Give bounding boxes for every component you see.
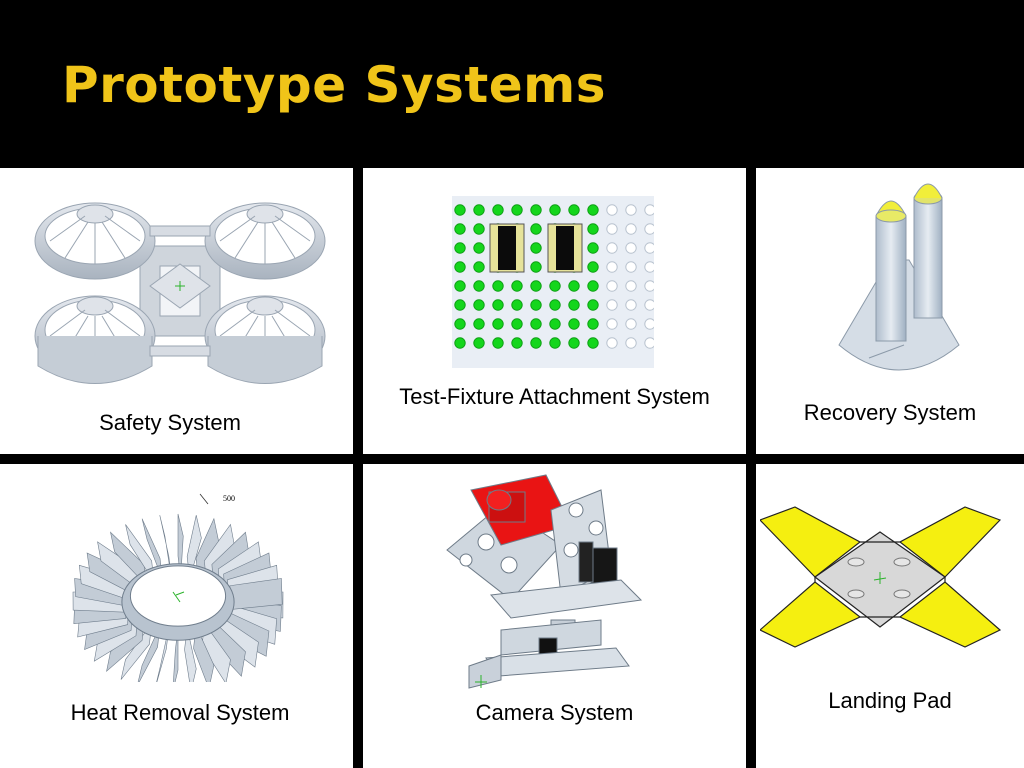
camera-system-caption: Camera System <box>475 700 634 725</box>
cell-camera-system: Camera System <box>363 464 746 768</box>
cell-recovery-system: Recovery System <box>756 168 1024 454</box>
landing-pad-caption: Landing Pad <box>828 688 952 713</box>
slide-title: Prototype Systems <box>62 56 607 114</box>
recovery-system-caption: Recovery System <box>803 400 977 425</box>
safety-system-caption: Safety System <box>99 410 241 435</box>
title-bar: Prototype Systems <box>0 0 1024 160</box>
camera-gimbal-drawing <box>446 474 643 689</box>
cell-heat-removal-system: 500 Heat Removal System <box>0 464 353 768</box>
heat-sink-drawing: 500 <box>72 493 284 682</box>
safety-frame-drawing <box>34 202 326 384</box>
heatsink-dimension-label: 500 <box>223 494 235 503</box>
landing-pad-drawing <box>760 506 1002 648</box>
cell-safety-system: Safety System <box>0 168 353 454</box>
cell-test-fixture-attachment: Test-Fixture Attachment System <box>363 168 746 454</box>
rocket-canister-drawing <box>838 183 960 371</box>
test-fixture-caption: Test-Fixture Attachment System <box>399 384 710 409</box>
pegboard-drawing <box>452 196 654 368</box>
heat-removal-caption: Heat Removal System <box>70 700 290 725</box>
cell-landing-pad: Landing Pad <box>756 464 1024 768</box>
